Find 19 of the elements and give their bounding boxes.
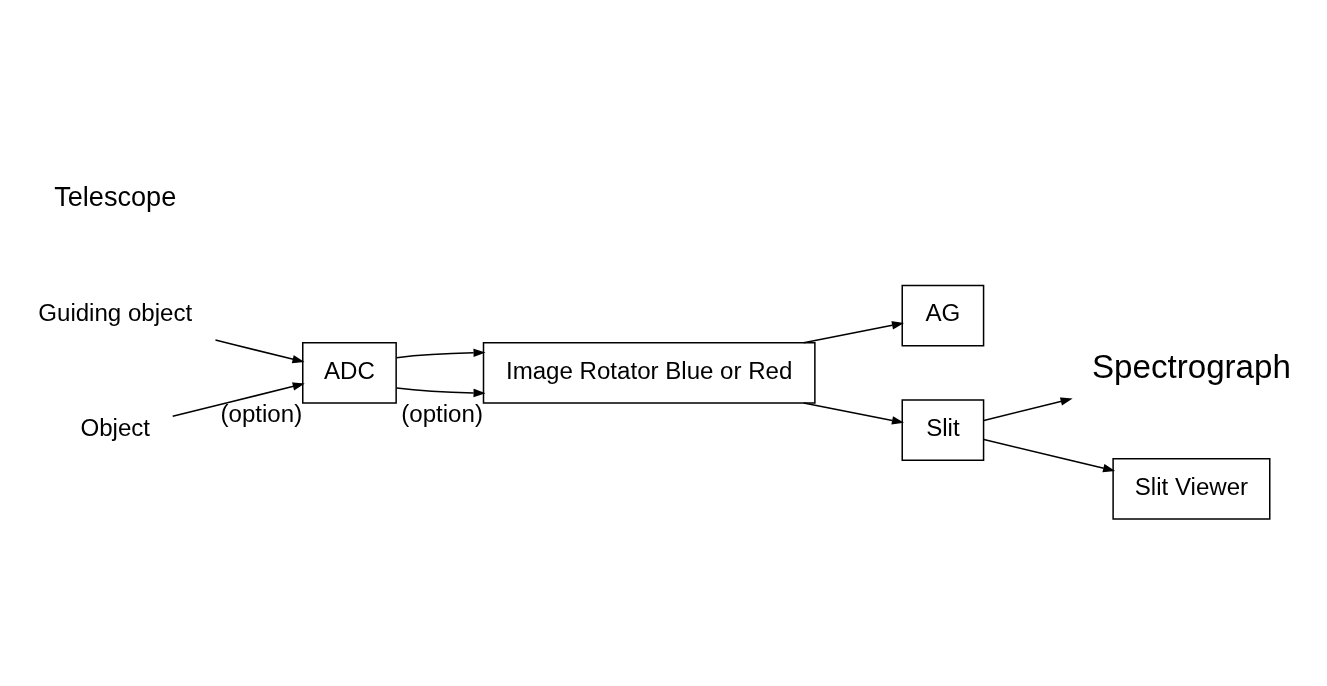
arrow: [802, 401, 905, 425]
node-box: Slit: [901, 398, 985, 461]
node-text: Guiding object: [38, 298, 193, 326]
arrow: [983, 396, 1073, 421]
arrow: [395, 386, 486, 397]
node-box: Slit Viewer: [1112, 457, 1271, 520]
arrow: [802, 320, 905, 343]
arrow: [214, 338, 305, 363]
node-label: (option): [220, 399, 303, 427]
arrow: [983, 438, 1116, 472]
label: Telescope: [54, 180, 177, 212]
node-label: (option): [401, 399, 483, 427]
node-box: Image Rotator Blue or Red: [482, 341, 816, 404]
arrow: [171, 381, 305, 417]
node-text: Spectrograph: [1091, 347, 1291, 385]
node-text: Object: [80, 413, 151, 441]
node-box: AG: [901, 284, 985, 346]
node-box: ADC: [302, 341, 397, 404]
arrow: [395, 348, 486, 358]
